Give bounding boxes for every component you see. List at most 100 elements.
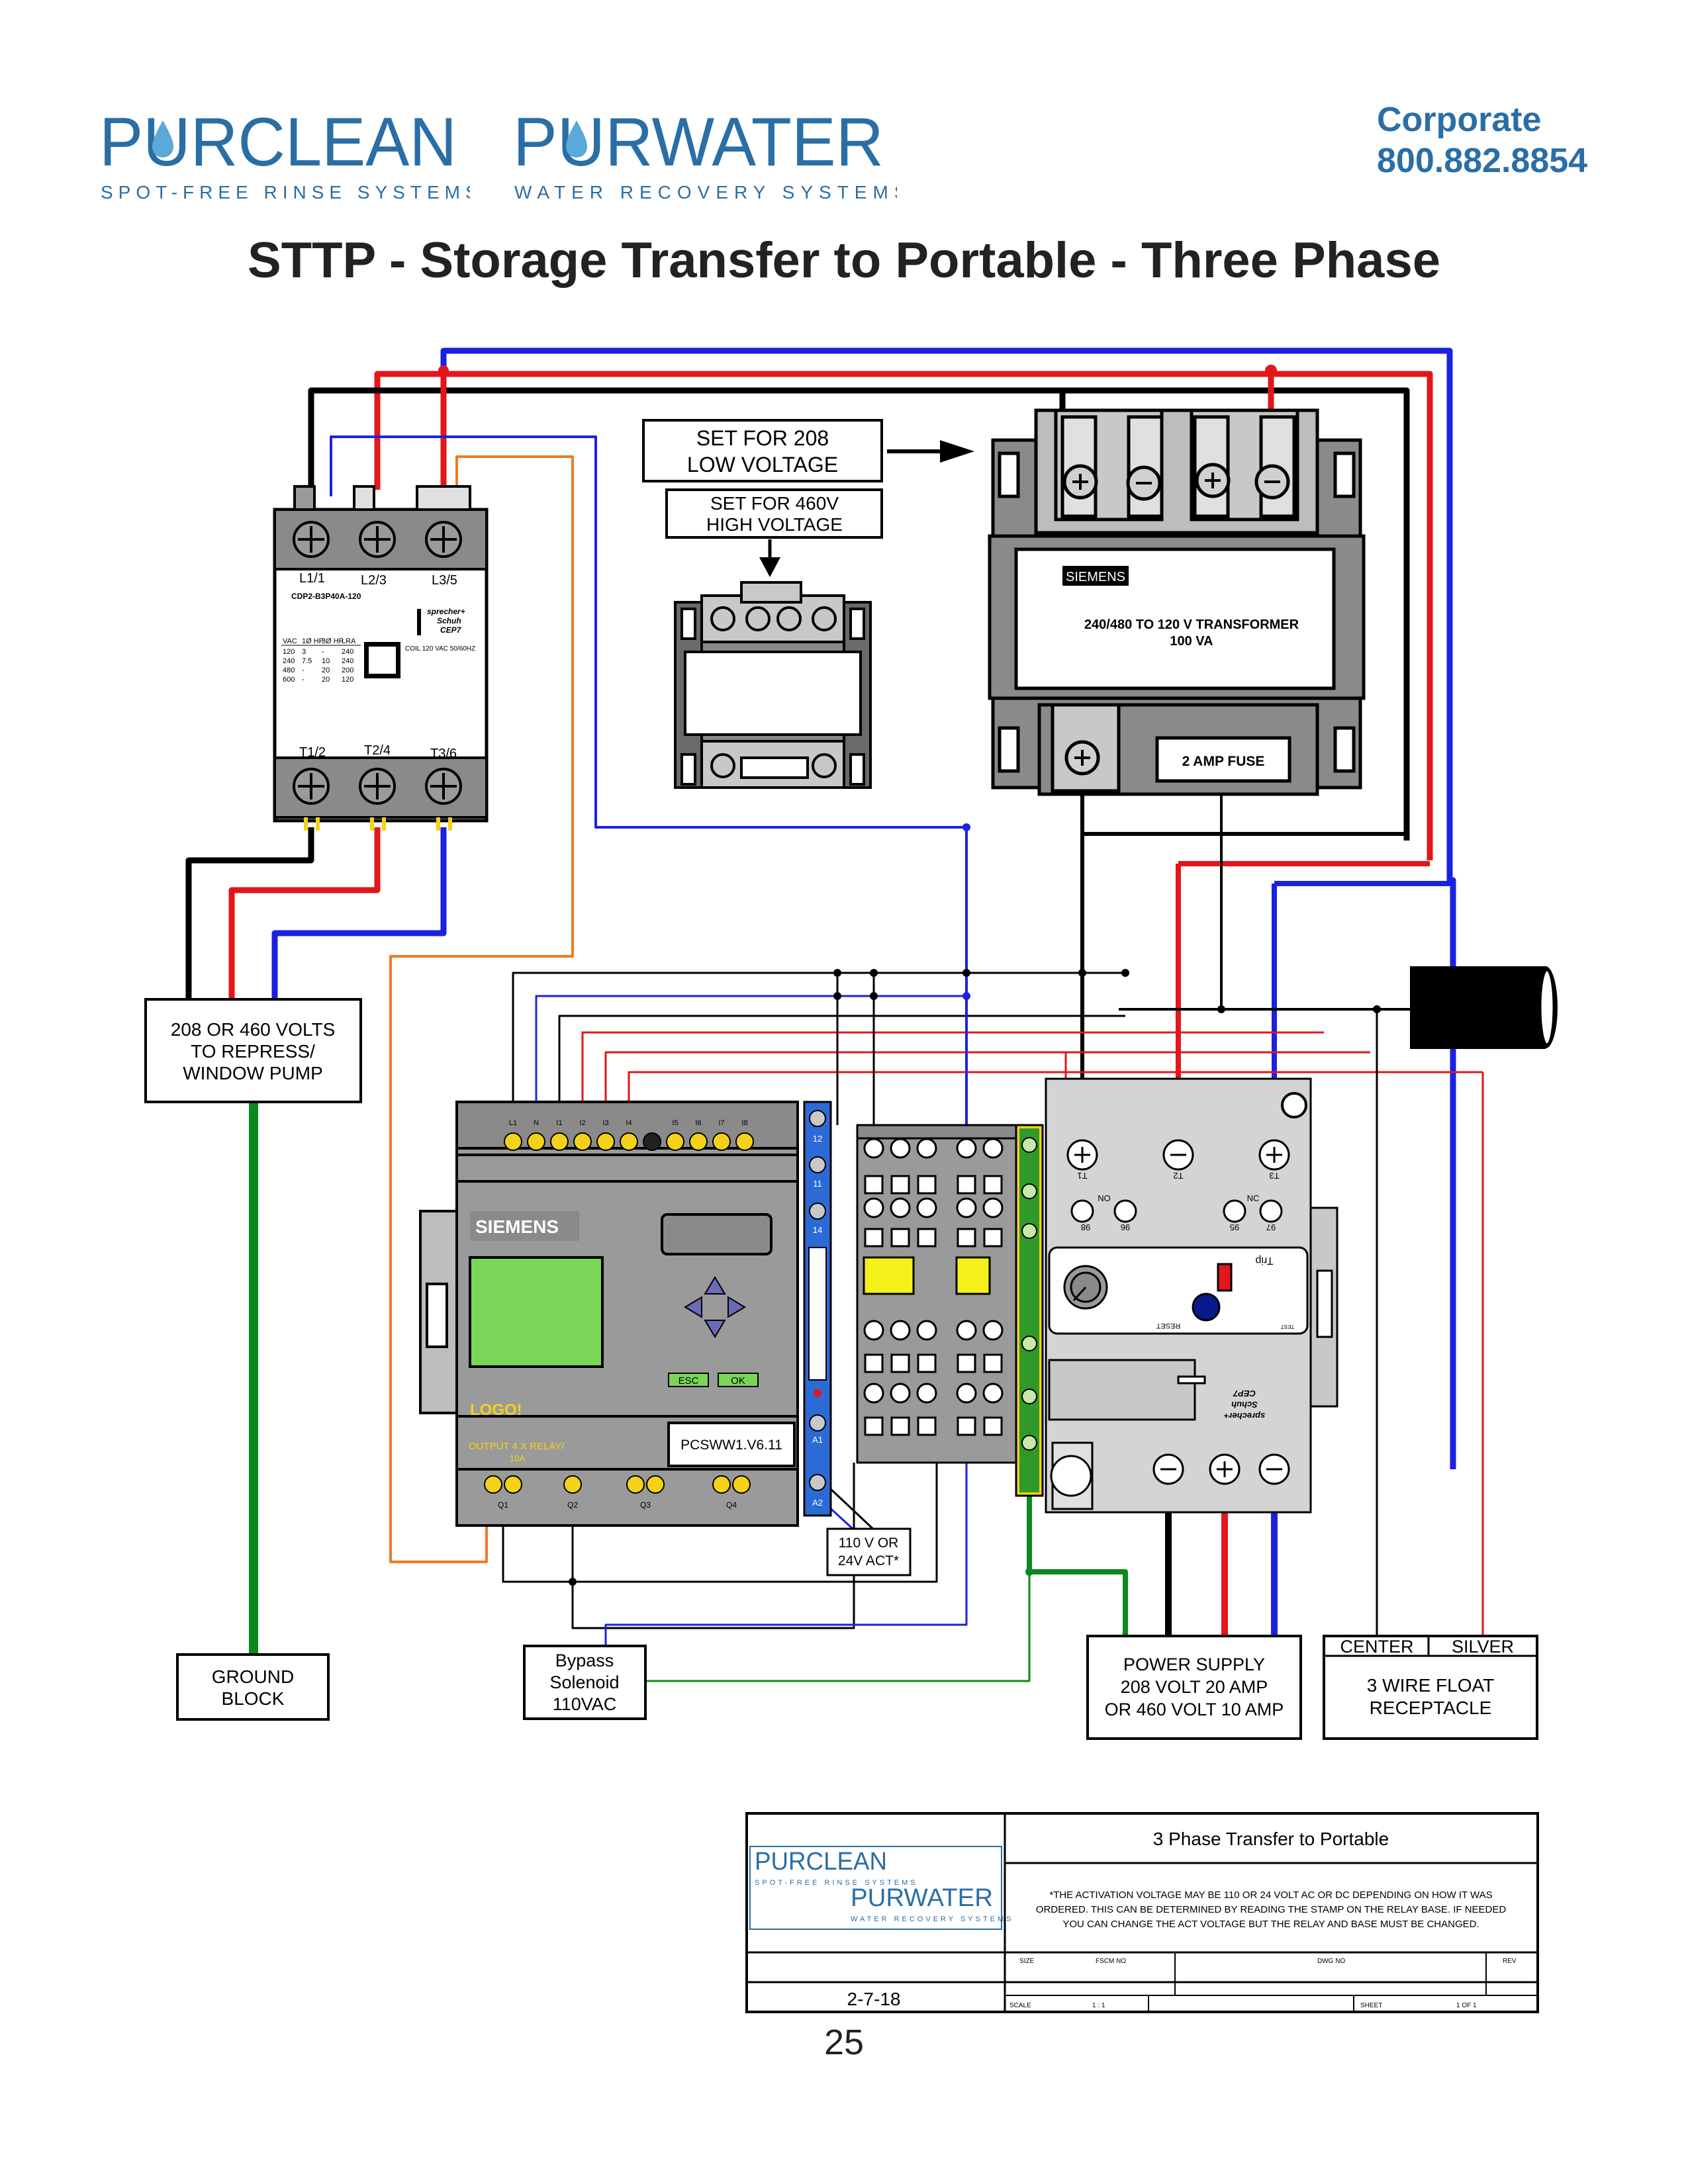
title-block-note-3: YOU CAN CHANGE THE ACT VOLTAGE BUT THE R… [1062, 1919, 1479, 1930]
page-number: 25 [823, 2023, 865, 2062]
terminal-slot-icon [917, 1175, 937, 1195]
ground-terminal-icon [1021, 1435, 1037, 1451]
rating-cell: 120 [342, 676, 353, 684]
plc-input-screw-icon [735, 1132, 754, 1151]
plc-output-label: Q2 [567, 1500, 578, 1510]
overload-aux-95: 95 [1230, 1222, 1239, 1232]
plc-input-screw-icon [712, 1132, 731, 1151]
title-block-size-label: SIZE [1019, 1958, 1035, 1965]
plc-output-1: OUTPUT 4 X RELAY/ [469, 1441, 565, 1452]
plc-ok-button[interactable]: OK [731, 1375, 745, 1387]
overload-aux-98: 98 [1081, 1222, 1090, 1232]
wire-orange-coil [389, 455, 574, 1563]
float-switch [1410, 966, 1558, 1049]
plc-output-label: Q1 [498, 1500, 508, 1510]
rating-cell: 3 [302, 648, 306, 656]
corporate-phone[interactable]: 800.882.8854 [1377, 142, 1588, 180]
junction-dot [1373, 1005, 1381, 1013]
water-drop-icon [152, 120, 173, 158]
transformer-brand: SIEMENS [1066, 570, 1125, 584]
terminal-screw-icon [956, 1383, 977, 1404]
transformer-fuse: 2 AMP FUSE [1182, 754, 1265, 769]
plc-input-screw-icon [666, 1132, 684, 1151]
contactor-model: CDP2-B3P40A-120 [291, 592, 361, 601]
overload-aux-96: 96 [1121, 1222, 1130, 1232]
junction-dot [1078, 969, 1086, 977]
rating-cell: 600 [283, 676, 295, 684]
terminal-screw-icon [1259, 1199, 1283, 1223]
pump-box: 208 OR 460 VOLTS TO REPRESS/ WINDOW PUMP [144, 998, 362, 1103]
overload-label-t1: T1 [1077, 1171, 1087, 1181]
title-block-sheet-label: SHEET [1360, 2002, 1382, 2009]
plc-output-screw-icon [712, 1475, 731, 1494]
junction-dot [870, 969, 878, 977]
title-block-logos: PURCLEAN SPOT-FREE RINSE SYSTEMS PURWATE… [755, 1848, 1011, 1923]
wire-blue-pump [271, 827, 447, 999]
bypass-solenoid-box: Bypass Solenoid 110VAC [523, 1645, 647, 1720]
terminal-screw-icon [890, 1138, 911, 1159]
terminal-screw-icon [745, 606, 771, 631]
contactor-brand-1: sprecher+ [427, 607, 465, 616]
plc-input-screw-icon [550, 1132, 569, 1151]
wire-control-black-1 [512, 972, 1125, 1142]
junction-dot [962, 969, 970, 977]
set-460-note: SET FOR 460V HIGH VOLTAGE [665, 488, 883, 539]
overload-reset[interactable]: RESET [1156, 1322, 1180, 1330]
svg-text:Solenoid: Solenoid [549, 1672, 619, 1692]
terminal-screw-icon [890, 1383, 911, 1404]
plc-output-screw-icon [563, 1475, 582, 1494]
overload-test[interactable]: TEST [1281, 1324, 1295, 1330]
overload-trip: Trip [1255, 1255, 1273, 1266]
relay-pin-icon [809, 1474, 826, 1491]
plc-input-screw-icon [573, 1132, 592, 1151]
overload-brand-1: sprecher+ [1223, 1411, 1265, 1421]
wire-red-top [374, 371, 1433, 860]
terminal-screw-icon [710, 753, 735, 778]
svg-text:SPOT-FREE RINSE SYSTEMS: SPOT-FREE RINSE SYSTEMS [755, 1879, 918, 1887]
terminal-screw-icon [916, 1383, 937, 1404]
wire-green-power [1027, 1469, 1128, 1635]
terminal-screw-icon [710, 606, 735, 631]
svg-text:24V ACT*: 24V ACT* [838, 1553, 899, 1569]
terminal-slot-icon [957, 1353, 976, 1373]
plc-input-label: N [534, 1119, 539, 1127]
relay-voltage-note: 110 V OR 24V ACT* [826, 1527, 912, 1576]
rating-cell: 480 [283, 666, 295, 674]
plc-input-label: I5 [672, 1119, 678, 1127]
wires [185, 347, 1496, 1682]
overload-label-t3: T3 [1269, 1171, 1279, 1181]
title-block-dwg-label: DWG NO [1317, 1958, 1345, 1965]
rating-cell: 10 [322, 657, 330, 665]
plc-program-label: PCSWW1.V6.11 [680, 1437, 782, 1453]
svg-text:208 OR 460 VOLTS: 208 OR 460 VOLTS [171, 1019, 336, 1040]
plc-input-screw-icon [504, 1132, 522, 1151]
junction-dot [833, 992, 841, 1000]
contactor-label-l3: L3/5 [432, 573, 457, 588]
transformer-460-config [674, 581, 872, 789]
terminal-screw-icon [1113, 1199, 1137, 1223]
float-receptacle-box: CENTER SILVER 3 WIRE FLOAT RECEPTACLE [1323, 1635, 1538, 1740]
terminal-screw-icon [812, 606, 837, 631]
svg-text:POWER SUPPLY: POWER SUPPLY [1123, 1655, 1265, 1674]
terminal-slot-icon [864, 1228, 884, 1248]
plc-esc-button[interactable]: ESC [679, 1375, 699, 1387]
svg-text:HIGH VOLTAGE: HIGH VOLTAGE [706, 514, 843, 535]
power-supply-box: POWER SUPPLY 208 VOLT 20 AMP OR 460 VOLT… [1086, 1635, 1302, 1740]
relay-pin-a1: A1 [812, 1435, 823, 1445]
svg-text:SET FOR 208: SET FOR 208 [696, 426, 829, 450]
brand1-r: R [191, 106, 238, 181]
wire-black-top [308, 387, 1410, 841]
overload-label-t2: T2 [1173, 1171, 1183, 1181]
ground-terminal-icon [1021, 1137, 1037, 1153]
junction-dots [438, 365, 1381, 1586]
terminal-screw-icon [916, 1320, 937, 1341]
overload-brand-2: Schuh [1231, 1400, 1258, 1410]
terminal-screw-icon [956, 1138, 977, 1159]
transformer-rating-1: 240/480 TO 120 V TRANSFORMER [1084, 617, 1299, 632]
overload-aux-97: 97 [1266, 1222, 1276, 1232]
junction-dot [438, 365, 449, 376]
terminal-screw-icon [1223, 1199, 1246, 1223]
